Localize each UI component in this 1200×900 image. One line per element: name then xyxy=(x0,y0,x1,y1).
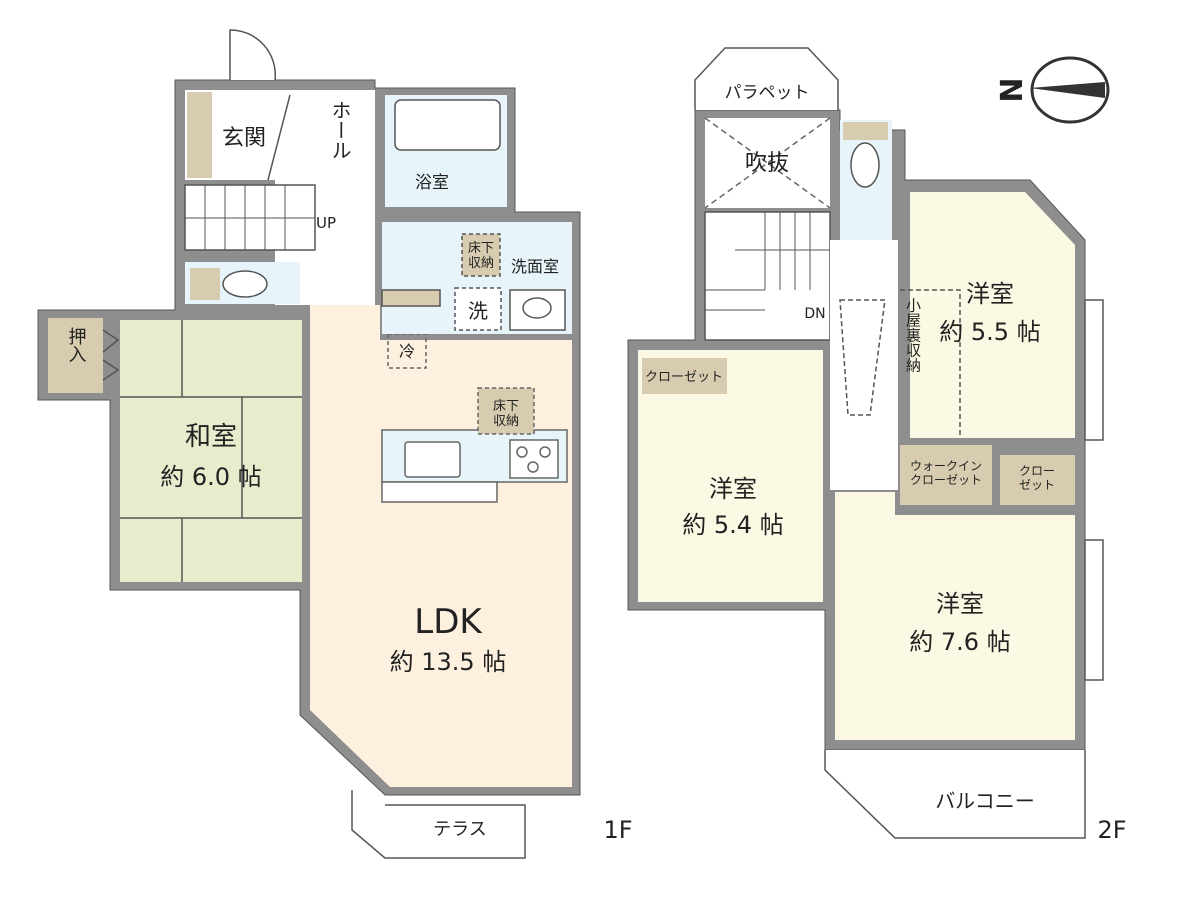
vanity-basin xyxy=(522,297,552,319)
floor-1 xyxy=(37,29,581,859)
ldk-floor xyxy=(310,305,572,787)
bathtub xyxy=(394,99,501,151)
stairs-2f xyxy=(704,211,831,341)
bedroom-a-name: 洋室 xyxy=(966,280,1014,308)
stairs-down-label: DN xyxy=(804,306,825,322)
oshiire-doors xyxy=(102,329,120,381)
floor-2 xyxy=(627,47,1104,839)
void-label: 吹抜 xyxy=(745,151,789,176)
toilet-bowl-1f xyxy=(222,270,268,298)
vanity xyxy=(509,289,566,331)
kitchen-sink xyxy=(404,441,461,478)
compass-ring xyxy=(1030,56,1110,124)
burner xyxy=(539,446,551,458)
walk-in-closet-label: ウォークインクローゼット xyxy=(910,459,982,487)
closet-2-label: クローゼット xyxy=(1019,464,1055,492)
washroom-underfloor-label: 床下収納 xyxy=(468,241,494,271)
balcony-label: バルコニー xyxy=(935,789,1035,813)
closet-2 xyxy=(1000,455,1075,505)
toilet-tank-2f xyxy=(843,122,888,140)
floor1-level-label: 1F xyxy=(603,816,632,844)
washer-label: 洗 xyxy=(468,299,488,323)
oshiire-storage xyxy=(48,318,103,393)
closet-1-label: クローゼット xyxy=(645,370,723,385)
compass-arrow xyxy=(1030,82,1105,98)
entrance-shoe-cabinet xyxy=(187,92,212,178)
bedroom-b-size: 約 5.4 帖 xyxy=(682,511,783,539)
tatami-lines xyxy=(120,320,302,582)
hall-label: ホール xyxy=(328,100,352,160)
underfloor-storage-kitchen xyxy=(477,387,535,435)
compass-north-label: N xyxy=(995,77,1030,102)
washitsu-size: 約 6.0 帖 xyxy=(160,463,261,491)
bathroom-label: 浴室 xyxy=(415,173,449,193)
stairs-up-label: UP xyxy=(316,214,336,232)
washer-space xyxy=(454,287,502,331)
balcony xyxy=(824,750,1086,839)
toilet-bowl-2f xyxy=(850,142,880,188)
window-bay xyxy=(1084,539,1104,681)
labels: 玄関 ホール UP 浴室 洗面室 床下収納 洗 冷 床下収納 押入 和室 約 6… xyxy=(66,77,1127,844)
attic-storage-label: 小屋裏収納 xyxy=(904,298,922,374)
fridge-space xyxy=(387,333,427,369)
kitchen-underfloor-label: 床下収納 xyxy=(493,399,519,429)
kitchen-bar xyxy=(381,481,498,503)
washitsu-floor xyxy=(120,320,302,582)
washroom-label: 洗面室 xyxy=(511,257,559,276)
closet-1 xyxy=(642,358,727,394)
bedroom-c-name: 洋室 xyxy=(936,590,984,618)
walk-in-closet xyxy=(900,445,992,505)
terrace-label: テラス xyxy=(433,819,487,840)
bedroom-a-size: 約 5.5 帖 xyxy=(939,318,1040,346)
attic-storage-outline xyxy=(900,289,961,438)
parapet-label: パラペット xyxy=(725,83,810,103)
bedroom-b-name: 洋室 xyxy=(709,475,757,503)
bedroom-c-floor xyxy=(835,492,1075,740)
bedroom-c-size: 約 7.6 帖 xyxy=(909,628,1010,656)
parapet xyxy=(694,47,839,110)
washroom-underfloor-storage xyxy=(461,233,501,277)
entrance-label: 玄関 xyxy=(222,126,266,151)
washroom-shelf xyxy=(381,289,441,307)
stair-treads-1f xyxy=(185,185,315,250)
entrance-door-swing xyxy=(229,29,277,81)
compass xyxy=(1030,56,1110,124)
stair-treads-2f xyxy=(705,212,830,311)
bedroom-a-floor xyxy=(910,192,1075,438)
oshiire-label: 押入 xyxy=(66,327,87,363)
window-bay xyxy=(1084,299,1104,441)
fridge-label: 冷 xyxy=(399,342,415,361)
ldk-size: 約 13.5 帖 xyxy=(390,648,507,676)
terrace xyxy=(351,790,526,859)
attic-ladder xyxy=(839,299,886,416)
ldk-name: LDK xyxy=(414,602,483,642)
washitsu-name: 和室 xyxy=(185,422,237,452)
entrance-step-line xyxy=(267,94,291,181)
floor2-level-label: 2F xyxy=(1097,816,1126,844)
void-cross xyxy=(704,117,831,209)
burner xyxy=(527,461,539,473)
toilet-tank-1f xyxy=(190,268,220,300)
burner xyxy=(516,446,528,458)
